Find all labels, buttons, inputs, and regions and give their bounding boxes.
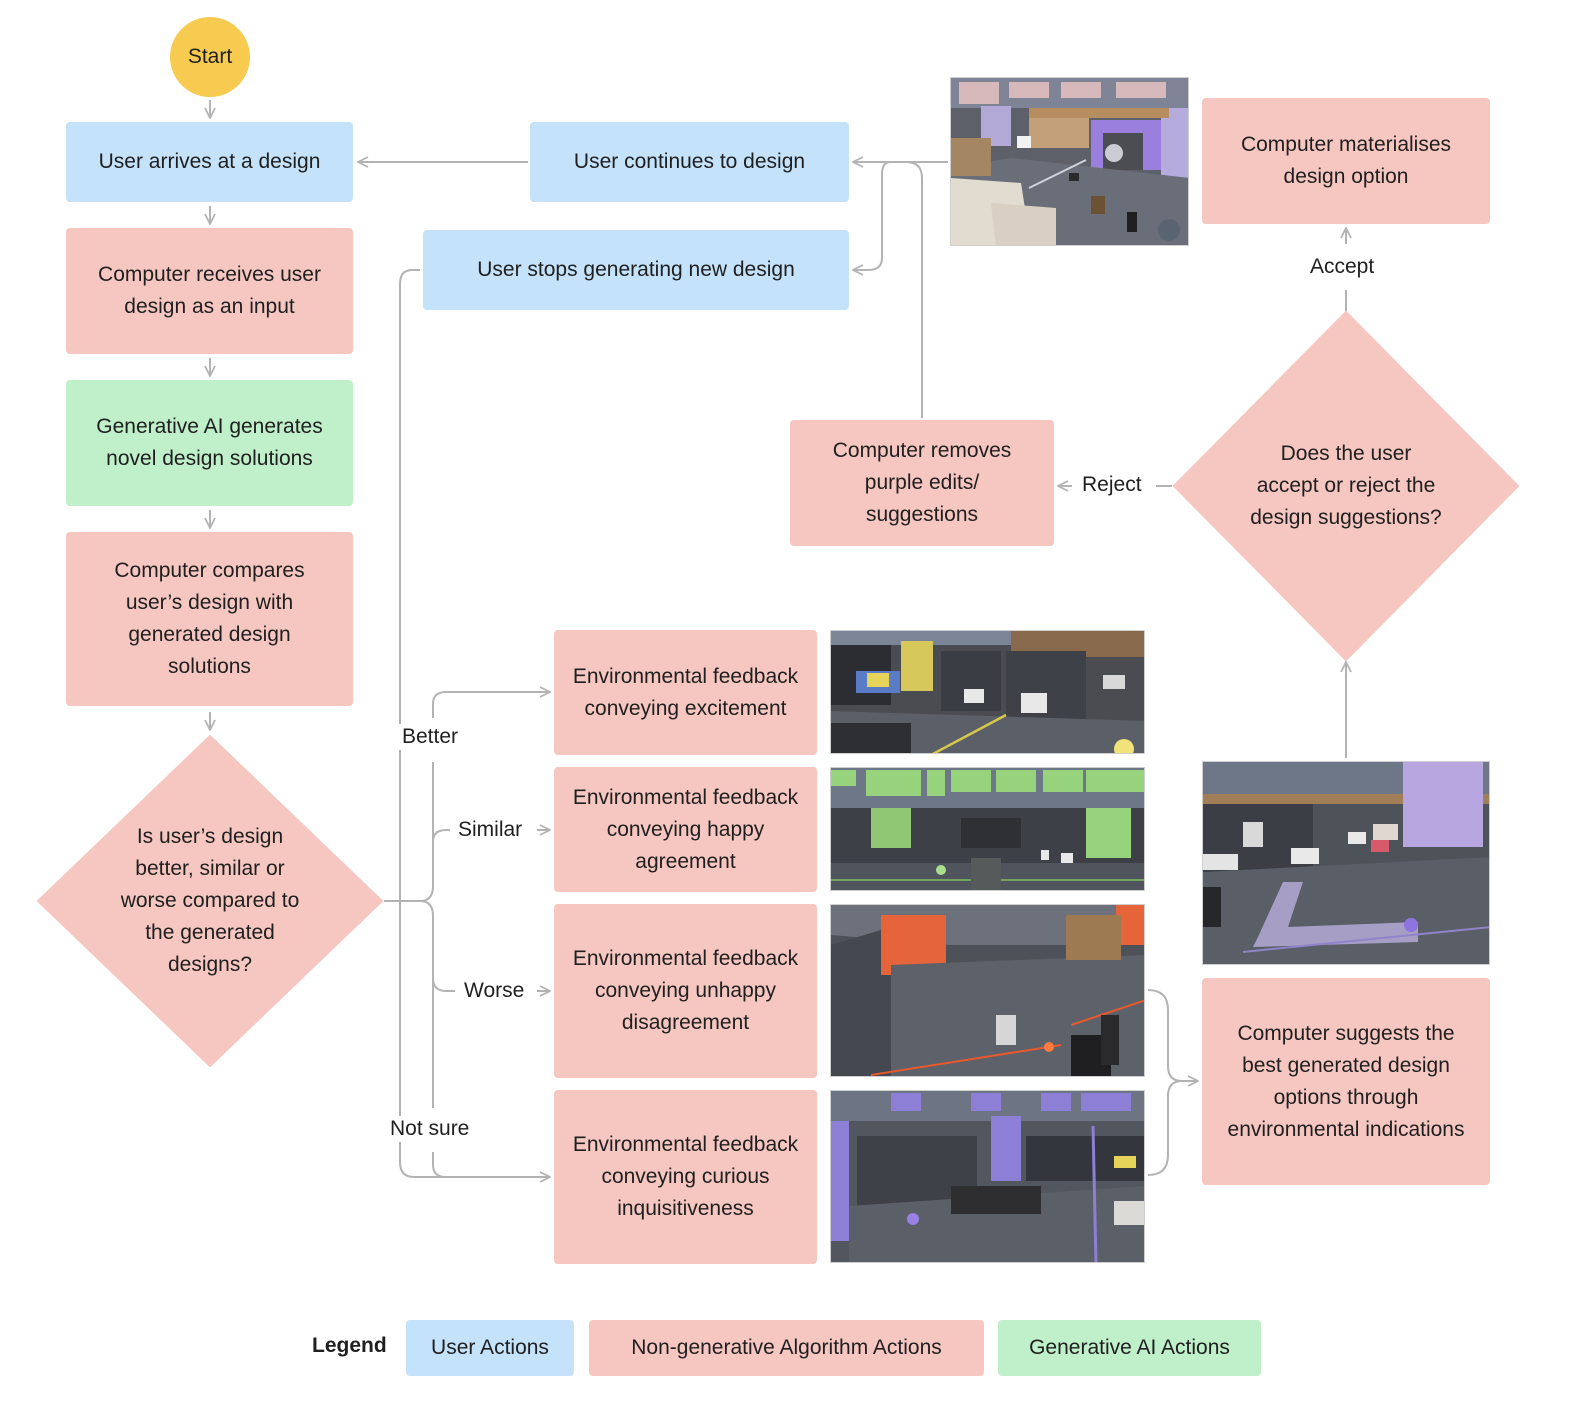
diamond-shape (1173, 311, 1519, 661)
suggested-path (1253, 882, 1418, 947)
lavender-panel (831, 1121, 849, 1241)
node-text: Computer materialises design option (1240, 133, 1452, 188)
legend-generative-ai-actions: Generative AI Actions (998, 1320, 1261, 1376)
edge-bracket-lower (419, 900, 434, 1108)
node-text: User stops generating new design (477, 258, 795, 281)
node-text: Environmental feedback conveying unhappy… (572, 947, 799, 1034)
node-text: User arrives at a design (98, 150, 321, 173)
node-user-arrives: User arrives at a design (66, 122, 353, 202)
edge-brace-merge (1147, 989, 1198, 1081)
node-feedback-curious: Environmental feedback conveying curious… (554, 1090, 817, 1264)
node-computer-removes: Computer removes purple edits/ suggestio… (790, 420, 1054, 546)
legend-title: Legend (312, 1334, 387, 1357)
decision-compare: Is user’s design better, similar or wors… (36, 734, 384, 1068)
decision-compare-text: Is user’s design better, similar or wors… (120, 825, 300, 976)
edge-brace-lower (1147, 1080, 1183, 1176)
diamond-shape (37, 735, 383, 1067)
node-computer-suggests: Computer suggests the best generated des… (1202, 978, 1490, 1185)
edge-label-worse: Worse (460, 978, 529, 1004)
node-user-continues: User continues to design (530, 122, 849, 202)
node-computer-materialises: Computer materialises design option (1202, 98, 1490, 224)
scene-image-agreement (830, 767, 1145, 891)
edge-bracket-upper (419, 762, 434, 902)
node-computer-receives: Computer receives user design as an inpu… (66, 228, 353, 354)
edge-better (432, 692, 550, 718)
node-feedback-excitement: Environmental feedback conveying excitem… (554, 630, 817, 755)
start-label: Start (187, 45, 233, 68)
node-text: Computer receives user design as an inpu… (98, 263, 321, 318)
node-computer-compares: Computer compares user’s design with gen… (66, 532, 353, 706)
legend-label: Generative AI Actions (1029, 1336, 1230, 1359)
edge-label-reject: Reject (1078, 472, 1146, 498)
legend-label: Non-generative Algorithm Actions (631, 1336, 942, 1359)
scene-image-suggestion (1202, 761, 1490, 965)
purple-panel (1403, 762, 1483, 847)
node-text: Computer suggests the best generated des… (1227, 1021, 1465, 1141)
node-text: Environmental feedback conveying excitem… (572, 664, 799, 720)
node-text: Computer removes purple edits/ suggestio… (832, 439, 1012, 526)
scene-image-excitement (830, 630, 1145, 754)
scene-image-disagreement (830, 904, 1145, 1077)
node-user-stops: User stops generating new design (423, 230, 849, 310)
node-text: Environmental feedback conveying curious… (572, 1133, 799, 1220)
start-node: Start (170, 17, 250, 97)
legend-label: User Actions (431, 1336, 549, 1359)
decision-accept-text: Does the user accept or reject the desig… (1250, 442, 1442, 529)
edge-worse (432, 977, 455, 992)
green-panel (866, 770, 921, 796)
edge-notsure-inner (432, 1152, 447, 1178)
scene-image-materialised (950, 77, 1189, 246)
legend-user-actions: User Actions (406, 1320, 574, 1376)
decision-accept-reject: Does the user accept or reject the desig… (1172, 310, 1520, 662)
scene-image-curious (830, 1090, 1145, 1263)
edge-to-stops (853, 161, 920, 270)
legend-non-generative-actions: Non-generative Algorithm Actions (589, 1320, 984, 1376)
yellow-panel (901, 641, 933, 691)
edge-similar (432, 829, 450, 843)
node-text: User continues to design (573, 150, 806, 173)
node-text: Environmental feedback conveying happy a… (572, 785, 799, 873)
node-feedback-agreement: Environmental feedback conveying happy a… (554, 767, 817, 892)
edge-label-accept: Accept (1306, 254, 1379, 280)
node-feedback-disagreement: Environmental feedback conveying unhappy… (554, 904, 817, 1078)
edge-label-better: Better (398, 724, 463, 750)
edge-removes-to-continue (905, 161, 923, 418)
node-text: Generative AI generates novel design sol… (96, 415, 323, 470)
edge-label-not-sure: Not sure (386, 1116, 474, 1142)
node-generative-ai: Generative AI generates novel design sol… (66, 380, 353, 506)
node-text: Computer compares user’s design with gen… (114, 559, 305, 678)
edge-label-similar: Similar (454, 817, 527, 843)
